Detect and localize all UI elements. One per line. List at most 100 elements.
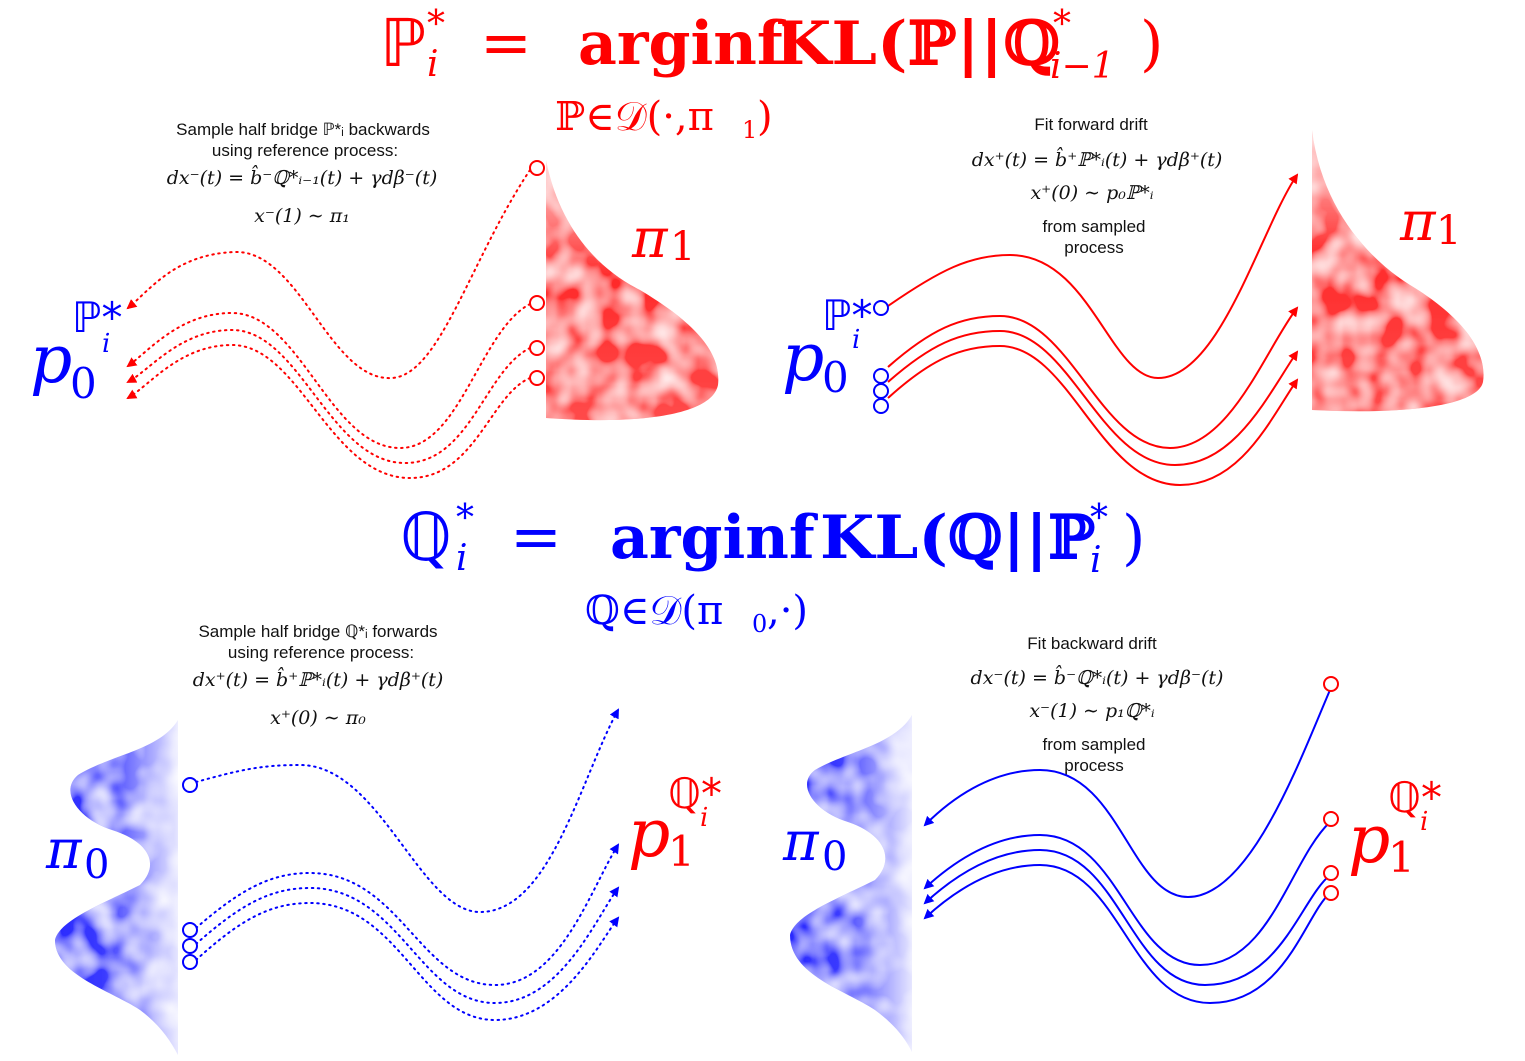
top-eq-close: ) (1140, 9, 1163, 79)
br-caption-line4: process (1064, 756, 1124, 775)
tr-p0-label: p (782, 319, 824, 396)
forward-sample-path-4 (195, 901, 620, 1022)
tr-caption-line1: Fit forward drift (1034, 115, 1148, 134)
backward-fit-path-2 (923, 821, 1331, 967)
tl-p0-label: p (30, 321, 72, 398)
top-eq-operator: arginf (578, 9, 787, 79)
top-eq-constraint: ℙ∈𝒟(·,π (555, 94, 714, 140)
tl-equation-2: x⁻(1) ∼ π₁ (254, 205, 350, 227)
tr-caption-line4: process (1064, 238, 1124, 257)
p1-start-point-2 (1323, 811, 1339, 827)
tl-pi1-label: π (631, 207, 669, 270)
mid-eq-lhs-symbol: ℚ (400, 499, 452, 576)
mid-eq-lhs-sup: * (456, 498, 474, 539)
p0-start-point-1 (873, 300, 889, 316)
tr-p0-sup: ℙ* (822, 291, 872, 340)
bl-pi0-label: π (45, 818, 83, 881)
tr-pi1-label: π (1399, 190, 1437, 253)
pi1-sample-point-1 (529, 160, 545, 176)
p1-start-point-3 (1323, 865, 1339, 881)
mid-eq-constraint-sub: 0 (752, 610, 767, 638)
forward-path-4 (887, 344, 1299, 487)
mid-eq-kl-sub: i (1090, 540, 1102, 581)
br-caption-line3: from sampled (1043, 735, 1146, 754)
bl-p1-sub: 1 (668, 827, 695, 876)
panel-top-left: Sample half bridge ℙ*ᵢ backwards using r… (30, 120, 719, 480)
top-eq-lhs-sup: * (427, 4, 445, 45)
backward-path-3 (126, 328, 531, 465)
br-p1-sup-sub: i (1420, 807, 1428, 837)
top-eq-kl: KL(ℙ||ℚ (775, 9, 1060, 79)
top-eq-lhs-symbol: ℙ (380, 5, 426, 82)
pi1-sample-point-3 (529, 340, 545, 356)
bl-caption-line2: using reference process: (228, 643, 414, 662)
bl-p1-label: p (628, 795, 670, 872)
pi1-distribution-shape-right (1312, 130, 1484, 412)
top-eq-constraint-close: ) (757, 94, 773, 140)
tl-caption-line2: using reference process: (212, 141, 398, 160)
p1-start-point-1 (1323, 676, 1339, 692)
top-eq-constraint-sub: 1 (742, 116, 757, 144)
p1-start-point-4 (1323, 885, 1339, 901)
br-pi0-label: π (782, 810, 820, 873)
bl-caption-line1: Sample half bridge ℚ*ᵢ forwards (198, 622, 437, 641)
pi0-sample-point-4 (182, 954, 198, 970)
br-p1-sup: ℚ* (1388, 773, 1442, 822)
backward-fit-path-1 (923, 689, 1331, 899)
pi0-sample-point-1 (182, 777, 198, 793)
pi0-sample-point-2 (182, 922, 198, 938)
tl-caption-line1: Sample half bridge ℙ*ᵢ backwards (176, 120, 430, 139)
pi0-distribution-shape-right (790, 715, 912, 1052)
mid-eq-close: ) (1122, 503, 1145, 573)
tr-equation-1: dx⁺(t) = b̂⁺ℙ*ᵢ(t) + γdβ⁺(t) (972, 146, 1223, 171)
br-p1-label: p (1348, 801, 1390, 878)
tr-p0-sub: 0 (822, 353, 849, 402)
br-caption-line1: Fit backward drift (1027, 634, 1157, 653)
top-equation: ℙ * i = arginf KL(ℙ||ℚ * i−1 ) ℙ∈𝒟(·,π 1… (380, 4, 1163, 144)
bl-equation-2: x⁺(0) ∼ π₀ (270, 707, 366, 729)
tr-equation-2: x⁺(0) ∼ p₀ℙ*ᵢ (1030, 182, 1153, 204)
pi0-sample-point-3 (182, 938, 198, 954)
backward-path-1 (126, 169, 531, 380)
br-equation-1: dx⁻(t) = b̂⁻ℚ*ᵢ(t) + γdβ⁻(t) (971, 664, 1224, 689)
p0-start-point-3 (873, 383, 889, 399)
tl-p0-sup: ℙ* (72, 293, 122, 342)
tr-caption-line3: from sampled (1043, 217, 1146, 236)
tl-p0-sub: 0 (70, 359, 97, 408)
panel-bottom-left: Sample half bridge ℚ*ᵢ forwards using re… (45, 622, 722, 1055)
backward-path-2 (126, 303, 531, 450)
backward-path-4 (126, 343, 531, 480)
p0-start-point-4 (873, 398, 889, 414)
tl-equation-1: dx⁻(t) = b̂⁻ℚ*ᵢ₋₁(t) + γdβ⁻(t) (167, 164, 438, 189)
bl-p1-sup-sub: i (700, 803, 708, 833)
mid-eq-equals: = (510, 500, 562, 573)
forward-sample-path-2 (195, 843, 620, 987)
pi1-sample-point-2 (529, 295, 545, 311)
tl-pi1-sub: 1 (670, 224, 695, 270)
br-p1-sub: 1 (1388, 833, 1415, 882)
bl-equation-1: dx⁺(t) = b̂⁺ℙ*ᵢ(t) + γdβ⁺(t) (193, 666, 444, 691)
tr-pi1-sub: 1 (1436, 208, 1461, 254)
middle-equation: ℚ * i = arginf KL(ℚ||ℙ * i ) ℚ∈𝒟(π 0 ,·) (400, 498, 1145, 638)
mid-eq-constraint: ℚ∈𝒟(π (585, 588, 723, 634)
br-pi0-sub: 0 (822, 834, 847, 880)
panel-top-right: Fit forward drift dx⁺(t) = b̂⁺ℙ*ᵢ(t) + γ… (782, 115, 1484, 487)
tl-p0-sup-sub: i (102, 329, 110, 359)
mid-eq-lhs-sub: i (456, 538, 468, 579)
p0-start-point-2 (873, 368, 889, 384)
bl-pi0-sub: 0 (84, 842, 109, 888)
forward-path-3 (887, 329, 1299, 467)
top-eq-kl-sub: i−1 (1050, 46, 1115, 87)
mid-eq-operator: arginf (610, 503, 819, 573)
mid-eq-kl-sup: * (1090, 498, 1108, 539)
top-eq-equals: = (480, 6, 532, 79)
pi1-sample-point-4 (529, 370, 545, 386)
tr-p0-sup-sub: i (852, 325, 860, 355)
top-eq-lhs-sub: i (427, 44, 439, 85)
br-equation-2: x⁻(1) ∼ p₁ℚ*ᵢ (1029, 700, 1154, 722)
bl-p1-sup: ℚ* (668, 769, 722, 818)
mid-eq-kl: KL(ℚ||ℙ (820, 503, 1095, 573)
top-eq-kl-sup: * (1053, 4, 1071, 45)
backward-fit-path-4 (923, 863, 1331, 1005)
